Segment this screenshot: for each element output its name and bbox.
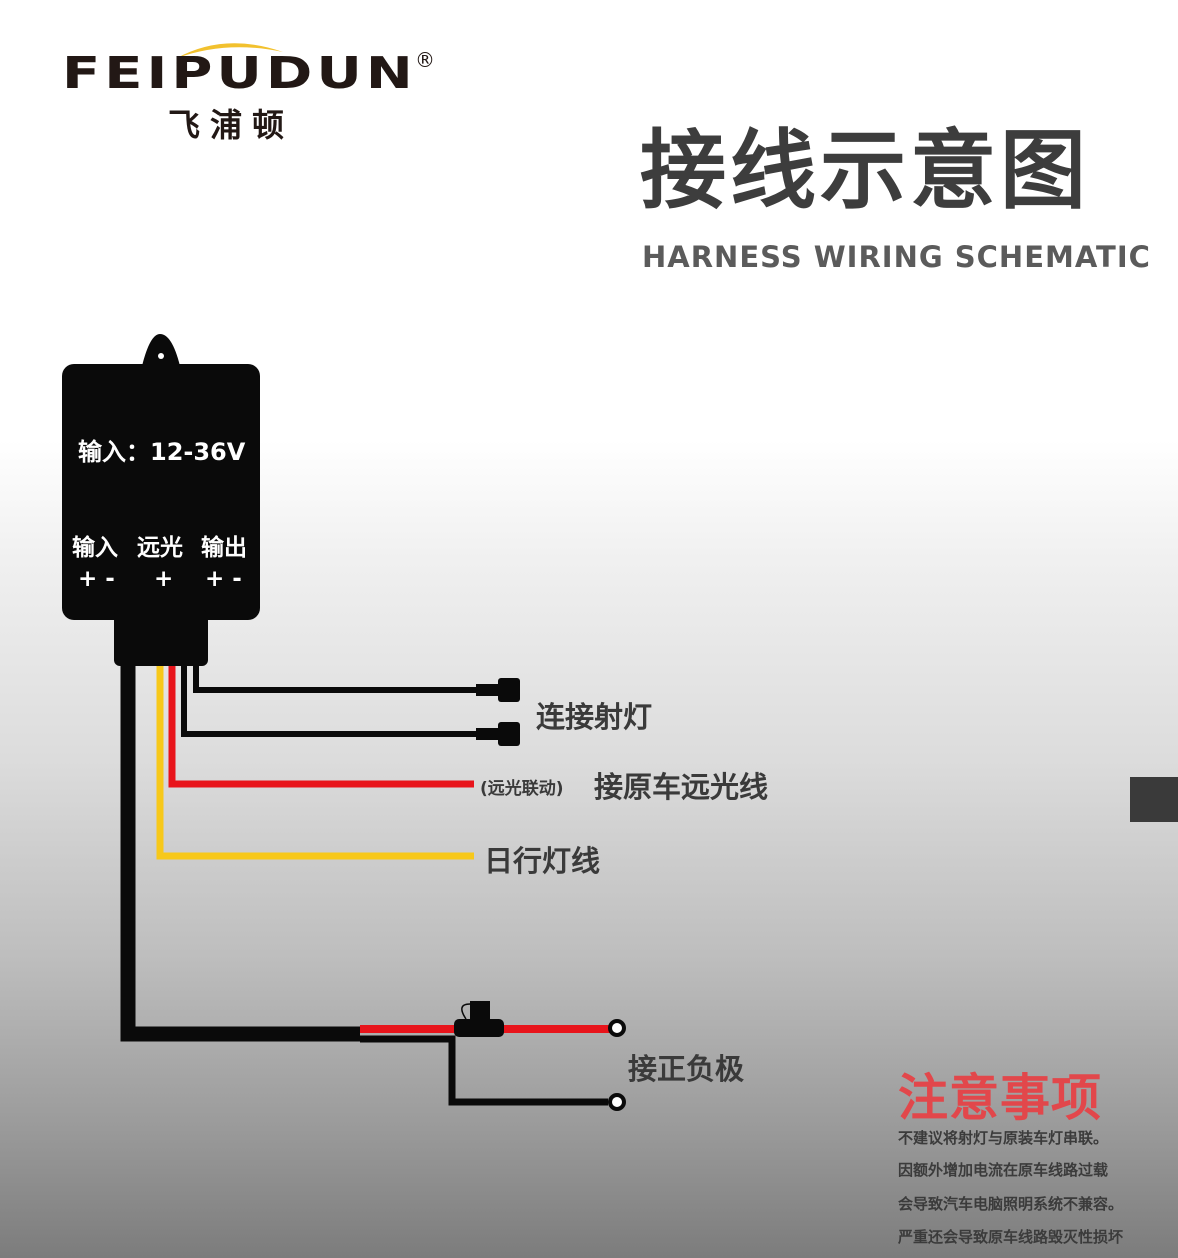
label-drl: 日行灯线 <box>484 844 601 878</box>
bullet-connector-icon <box>476 728 502 740</box>
notice-line: 不建议将射灯与原装车灯串联。 <box>898 1129 1109 1147</box>
cable-gland <box>114 610 208 666</box>
label-spotlight: 连接射灯 <box>536 700 653 734</box>
spotlight-wire-2 <box>193 666 480 693</box>
bullet-connector-icon <box>498 678 520 702</box>
page-subtitle: HARNESS WIRING SCHEMATIC <box>642 240 1151 274</box>
module-body <box>62 364 260 620</box>
port-polarity-high-beam: + <box>154 566 174 592</box>
bullet-connector-icon <box>498 722 520 746</box>
fuse-holder-icon <box>454 1001 504 1037</box>
bullet-connector-icon <box>476 684 502 696</box>
port-label-high-beam: 远光 <box>137 535 183 561</box>
input-voltage-spec: 输入：12-36V <box>78 438 246 466</box>
spotlight-wire-1 <box>181 666 480 737</box>
port-label-output: 输出 <box>201 535 247 561</box>
ring-terminal-negative-icon <box>608 1093 626 1111</box>
high-beam-wire <box>168 666 474 788</box>
label-high-beam: 接原车远光线 <box>594 770 769 804</box>
notice-line: 严重还会导致原车线路毁灭性损坏 <box>898 1228 1124 1246</box>
registered-mark: ® <box>415 48 435 72</box>
port-polarity-output: + - <box>205 566 242 592</box>
notice-title: 注意事项 <box>898 1069 1102 1127</box>
page-title: 接线示意图 <box>640 121 1090 221</box>
notice-line: 因额外增加电流在原车线路过载 <box>898 1161 1109 1179</box>
label-battery: 接正负极 <box>628 1052 745 1086</box>
notice-line: 会导致汽车电脑照明系统不兼容。 <box>898 1195 1124 1213</box>
drl-wire <box>156 666 474 860</box>
ring-terminal-positive-icon <box>608 1019 626 1037</box>
mounting-hole-icon <box>158 353 164 359</box>
battery-negative-wire <box>360 1035 608 1106</box>
label-high-beam-note: (远光联动) <box>480 779 564 799</box>
port-polarity-input: + - <box>78 566 115 592</box>
main-power-cable <box>120 664 360 1042</box>
logo-swoosh-icon <box>177 43 283 58</box>
side-tab[interactable] <box>1130 777 1178 822</box>
controller-module <box>62 334 260 666</box>
port-label-input: 输入 <box>72 535 118 561</box>
mounting-tab <box>142 334 180 366</box>
brand-logo-text: FEIPUDUN <box>62 48 417 99</box>
brand-name-cn: 飞浦顿 <box>168 106 295 144</box>
